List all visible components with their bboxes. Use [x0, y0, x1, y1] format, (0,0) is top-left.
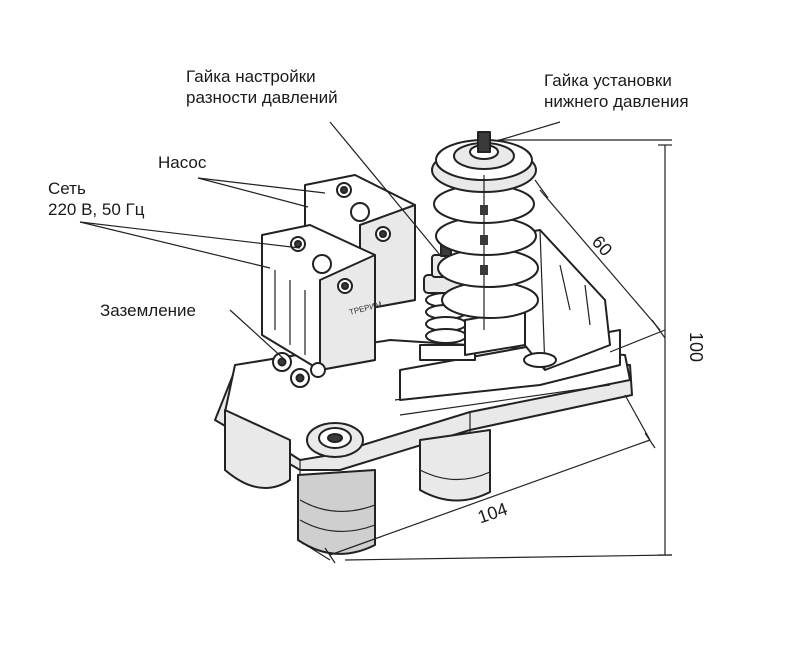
- leader-lines: [79, 121, 561, 361]
- front-mounting-boss: [306, 422, 364, 458]
- label-pump: Насос: [158, 153, 207, 172]
- label-mains-line2: 220 В, 50 Гц: [48, 200, 145, 219]
- dimension-width-label: 104: [475, 499, 510, 528]
- main-spring: [431, 131, 539, 356]
- ground-screw: [272, 352, 326, 388]
- label-mains-line1: Сеть: [48, 179, 86, 198]
- dimension-height: 100: [344, 139, 706, 561]
- label-low-pressure-nut-line1: Гайка установки: [544, 71, 672, 90]
- dimension-depth-label: 60: [588, 232, 616, 260]
- label-low-pressure-nut: Гайка установки нижнего давления: [544, 70, 689, 112]
- label-low-pressure-nut-line2: нижнего давления: [544, 92, 689, 111]
- label-mains: Сеть 220 В, 50 Гц: [48, 178, 144, 220]
- label-differential-nut-line2: разности давлений: [186, 88, 338, 107]
- base-feet: [224, 409, 491, 555]
- label-differential-nut: Гайка настройки разности давлений: [186, 66, 338, 108]
- terminal-block-mains: ТРЕРИМ: [261, 224, 383, 371]
- label-ground: Заземление: [100, 301, 196, 320]
- label-differential-nut-line1: Гайка настройки: [186, 67, 316, 86]
- dimension-height-label: 100: [686, 332, 706, 362]
